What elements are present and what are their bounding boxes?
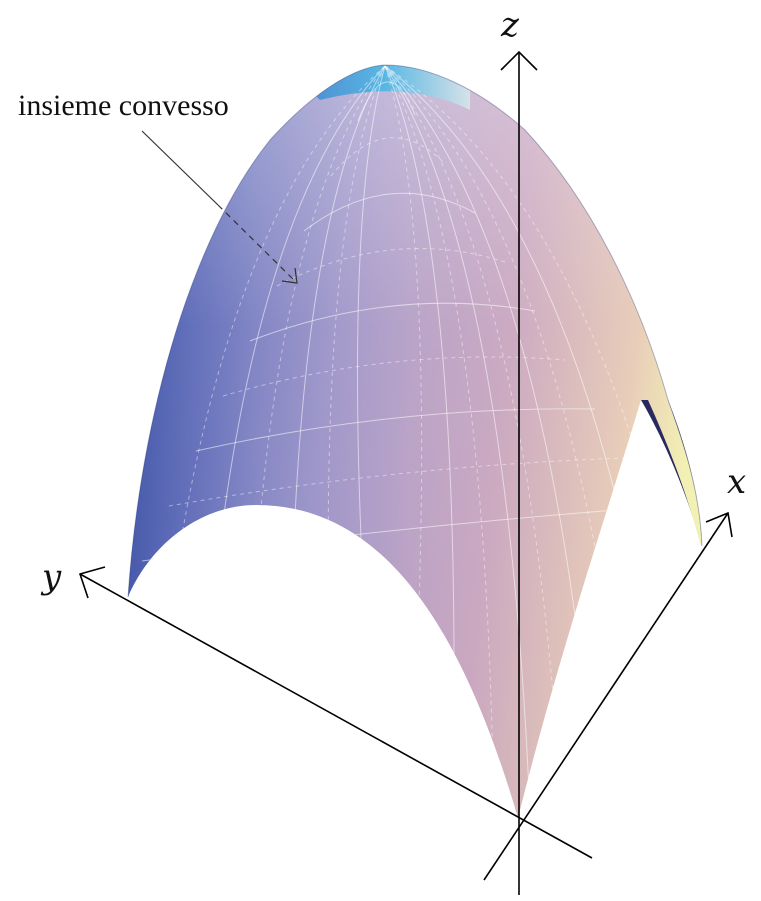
annotation-arrowhead xyxy=(281,267,298,284)
y-axis-arrowhead xyxy=(78,566,106,599)
surface-meridian-line xyxy=(249,65,386,667)
annotation-pointer-dashed xyxy=(217,204,298,284)
paraboloid-surface xyxy=(128,65,702,818)
y-axis-label: y xyxy=(40,557,62,597)
y-axis xyxy=(79,573,593,859)
surface-level-line xyxy=(357,81,416,122)
surface-level-line xyxy=(330,137,446,177)
surface-level-line xyxy=(303,192,476,232)
surface-outline xyxy=(127,64,703,598)
x-axis xyxy=(483,512,729,881)
z-axis-arrowhead xyxy=(500,50,538,71)
surface-meridian-line xyxy=(384,65,530,802)
z-axis-label: z xyxy=(500,5,520,45)
surface-level-line xyxy=(276,248,506,287)
surface-meridian-line xyxy=(384,65,495,805)
surface-meridian-line xyxy=(168,65,386,621)
surface-level-line xyxy=(249,302,536,342)
surface-meridian-line xyxy=(384,65,588,717)
annotation: insieme convesso xyxy=(18,89,298,284)
surface-meridian-line xyxy=(384,65,559,759)
surface-level-line xyxy=(195,408,596,452)
surface-meridian-line xyxy=(384,65,455,782)
annotation-pointer-solid xyxy=(141,130,219,206)
axes: z y x xyxy=(40,5,746,895)
x-axis-label: x xyxy=(727,462,746,502)
x-axis-arrowhead xyxy=(705,511,733,538)
annotation-label: insieme convesso xyxy=(18,89,229,122)
